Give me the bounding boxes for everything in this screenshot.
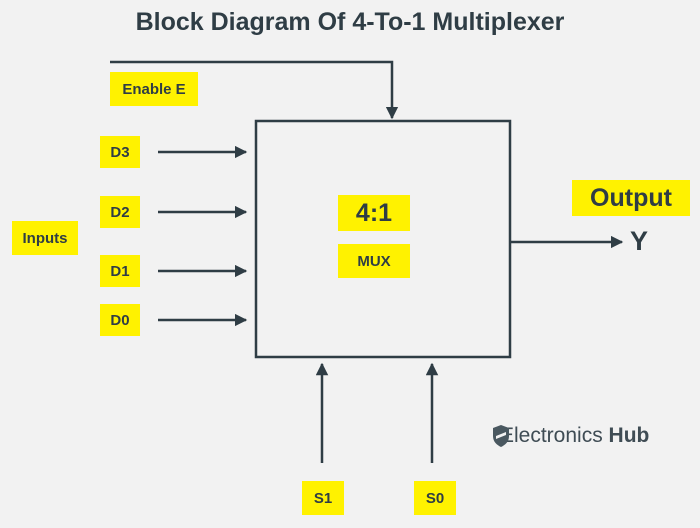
brand-logo: Electronics Hub: [492, 424, 649, 448]
input-d0-label: D0: [100, 304, 140, 336]
input-d1-label: D1: [100, 255, 140, 287]
input-d3-label: D3: [100, 136, 140, 168]
brand-name-regular: Electronics: [500, 424, 603, 447]
brand-name-bold: Hub: [608, 424, 650, 447]
output-y-label: Y: [630, 226, 649, 256]
enable-wire: [110, 60, 399, 120]
input-d2-label: D2: [100, 196, 140, 228]
inputs-label: Inputs: [12, 221, 78, 255]
select-s0-label: S0: [414, 481, 456, 515]
enable-label: Enable E: [110, 72, 198, 106]
mux-block: [254, 119, 512, 359]
mux-name-label: MUX: [338, 244, 410, 278]
diagram-title: Block Diagram Of 4-To-1 Multiplexer: [135, 8, 565, 36]
mux-ratio-label: 4:1: [338, 195, 410, 231]
output-label: Output: [572, 180, 690, 216]
select-s1-label: S1: [302, 481, 344, 515]
